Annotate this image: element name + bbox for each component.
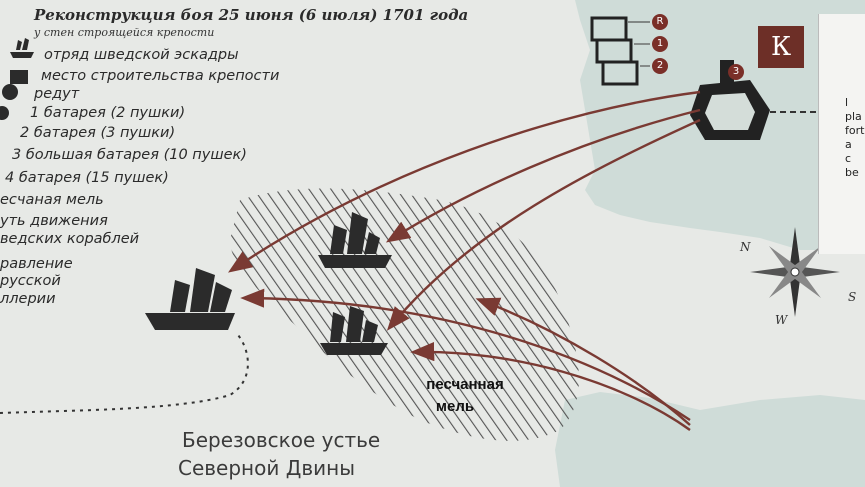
southern-island	[555, 392, 865, 487]
card-line: c	[845, 152, 852, 165]
compass-south: S	[848, 290, 857, 304]
adjacent-info-card: l pla fort a c be	[818, 14, 865, 254]
badge-battery-1: 1	[652, 36, 668, 52]
redoubt-boxes	[590, 16, 650, 86]
fortress-k-icon	[10, 70, 28, 84]
swedish-ship-small	[320, 306, 388, 355]
fortress-k-badge: К	[758, 26, 804, 68]
estuary-label-line1: Березовское устье	[182, 428, 381, 452]
artillery-fire-arrows	[228, 90, 701, 431]
legend-item-ship-path-2: ведских кораблей	[0, 231, 140, 247]
estuary-label-line2: Северной Двины	[178, 456, 356, 480]
badge-battery-2: 2	[652, 58, 668, 74]
sandbank-label-line2: мель	[435, 398, 475, 415]
legend-subtitle: у стен строящейся крепости	[34, 26, 215, 39]
fortress-k-icon	[690, 60, 830, 140]
swedish-squadron-icon	[10, 38, 34, 58]
swedish-ship-large	[145, 268, 235, 330]
card-line: be	[845, 166, 859, 179]
card-line: l	[845, 96, 849, 109]
card-line: pla	[845, 110, 862, 123]
sandbank-label-line1: песчанная	[426, 376, 504, 393]
card-line: a	[845, 138, 852, 151]
compass-north: N	[740, 240, 751, 254]
legend-title: Реконструкция боя 25 июня (6 июля) 1701 …	[34, 6, 469, 24]
redoubt-r-icon	[2, 84, 18, 100]
legend-item-fire-2: русской	[0, 273, 61, 289]
card-line: fort	[845, 124, 865, 137]
ship-path	[0, 334, 249, 414]
legend-item-battery-1: 1 батарея (2 пушки)	[30, 105, 186, 121]
legend-item-battery-2: 2 батарея (3 пушки)	[20, 125, 176, 141]
legend-item-battery-4: 4 батарея (15 пушек)	[5, 170, 169, 186]
badge-redoubt: R	[652, 14, 668, 30]
legend-item-fire-3: ллерии	[0, 291, 56, 307]
legend-icons	[0, 38, 34, 120]
legend-item-redoubt: редут	[34, 86, 80, 102]
badge-battery-3: 3	[728, 64, 744, 80]
legend-item-sandbank: есчаная мель	[0, 192, 104, 208]
battery-1-icon	[0, 106, 9, 120]
legend-item-squadron: отряд шведской эскадры	[44, 47, 239, 63]
swedish-ship-middle	[318, 212, 392, 268]
compass-rose-icon	[750, 227, 840, 317]
legend-item-fortress: место строительства крепости	[41, 68, 280, 84]
legend-item-fire-1: равление	[0, 256, 73, 272]
legend-item-ship-path-1: уть движения	[0, 213, 108, 229]
compass-west: W	[775, 313, 788, 327]
legend-item-battery-3: 3 большая батарея (10 пушек)	[12, 147, 247, 163]
